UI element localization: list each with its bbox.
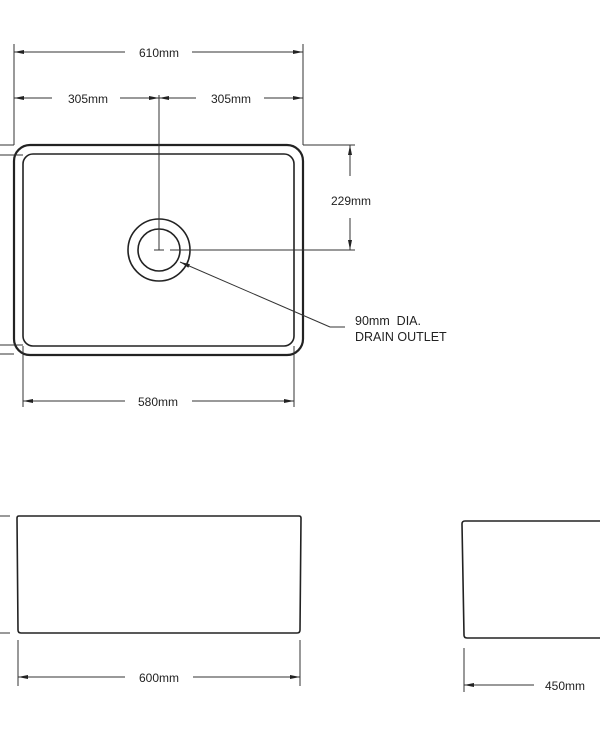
front-view: 600mm <box>0 515 302 686</box>
side-view-outline <box>461 520 600 639</box>
drain-label-line2: DRAIN OUTLET <box>355 330 447 344</box>
side-view: 450mm <box>461 520 600 693</box>
dimension-inner-width: 580mm <box>23 395 294 409</box>
overall-width-label: 610mm <box>139 46 179 60</box>
front-view-outline <box>16 515 302 634</box>
dimension-overall-width: 610mm <box>14 46 303 60</box>
inner-width-label: 580mm <box>138 395 178 409</box>
half-width-right-label: 305mm <box>211 92 251 106</box>
front-width-label: 600mm <box>139 671 179 685</box>
side-depth-label: 450mm <box>545 679 585 693</box>
dimension-front-width: 600mm <box>18 671 300 685</box>
dimension-half-widths: 305mm 305mm <box>14 92 303 106</box>
drain-offset-label: 229mm <box>331 194 371 208</box>
drain-callout: 90mm DIA. DRAIN OUTLET <box>179 261 447 344</box>
drain-label-line1: 90mm DIA. <box>355 314 421 328</box>
dimension-drain-offset: 229mm <box>331 145 371 250</box>
dimension-side-depth: 450mm <box>464 679 585 693</box>
half-width-left-label: 305mm <box>68 92 108 106</box>
plan-view: 610mm 305mm 305mm 229mm 90mm DIA. DRAIN … <box>0 44 447 409</box>
